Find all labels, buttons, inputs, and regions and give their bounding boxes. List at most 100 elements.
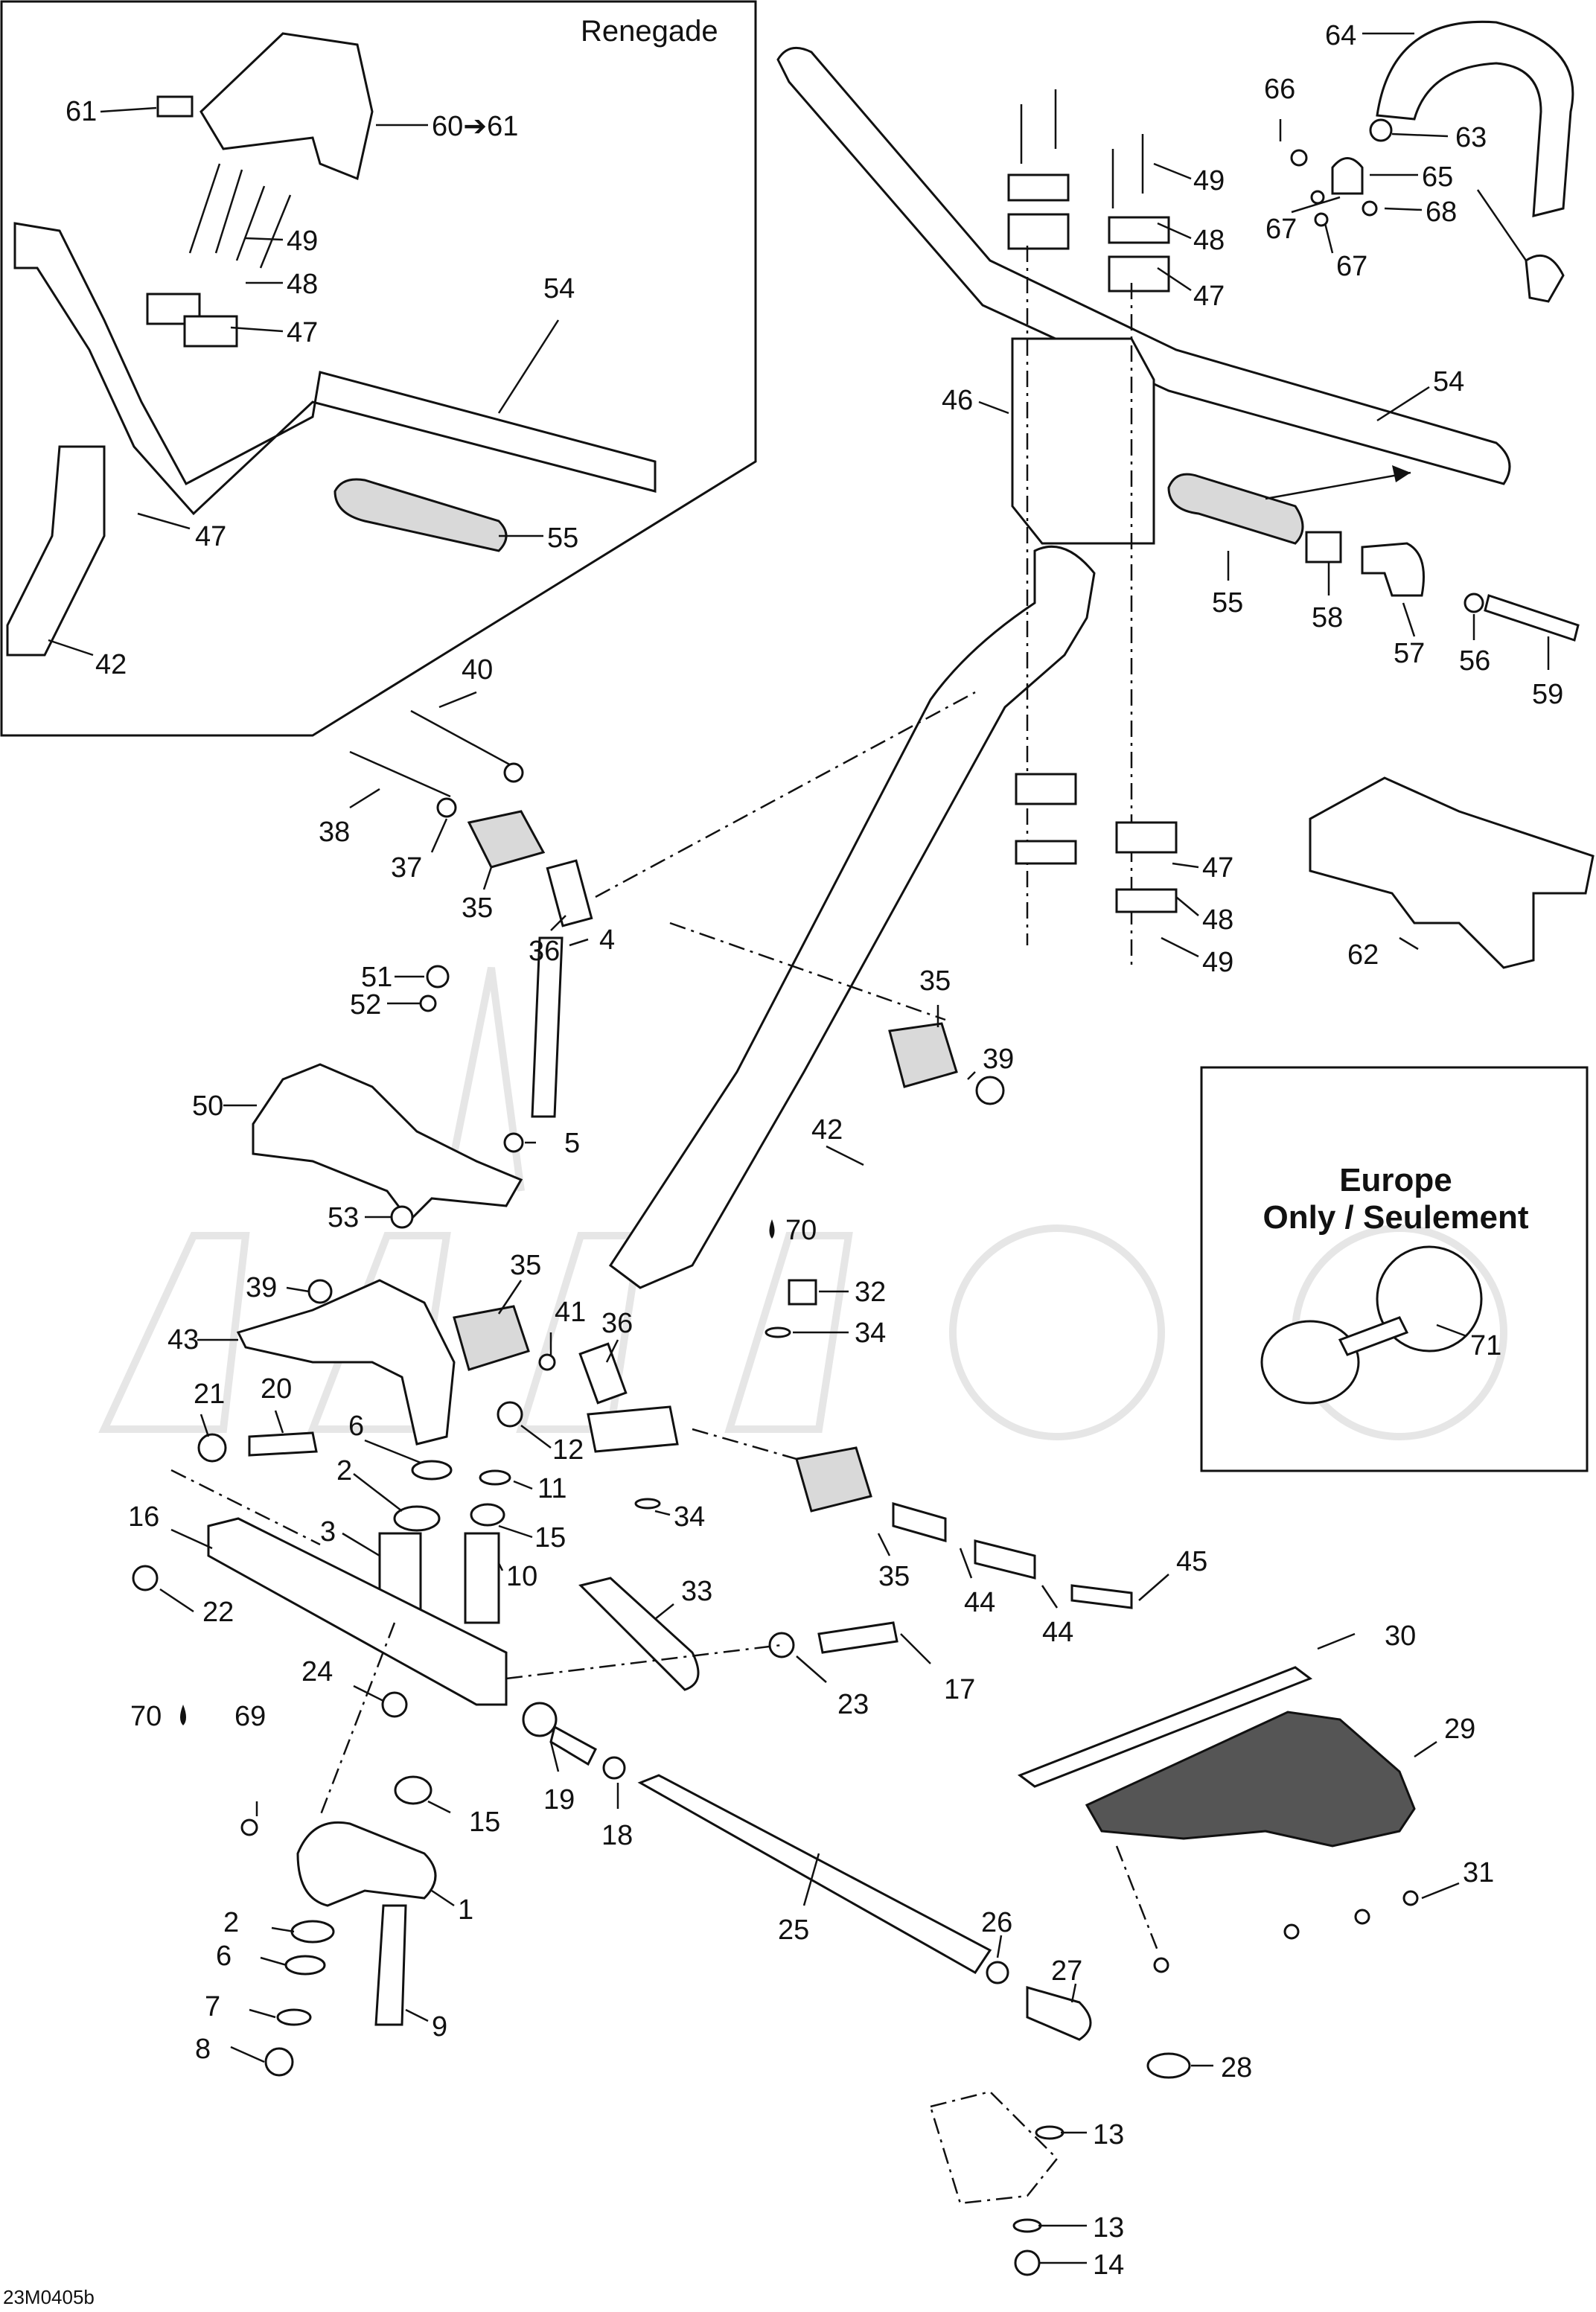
callout-13: 13	[1093, 2212, 1124, 2244]
callout-47: 47	[195, 521, 226, 552]
callout-2: 2	[336, 1455, 352, 1486]
washer-11	[479, 1469, 511, 1486]
callout-42: 42	[95, 649, 127, 680]
europe-line1: Europe	[1339, 1162, 1452, 1198]
spacer-36-upper	[546, 859, 593, 927]
callout-11: 11	[537, 1473, 566, 1504]
washer-13b	[1012, 2218, 1042, 2233]
axis-line-g	[505, 1644, 782, 1680]
callout-1: 1	[458, 1894, 473, 1926]
clamp-35-upper	[467, 810, 546, 869]
nut-18	[602, 1756, 626, 1780]
bushing-2-lower	[290, 1920, 335, 1944]
axis-line-c	[595, 691, 976, 898]
callout-57: 57	[1394, 638, 1425, 669]
clamp-47-inset-b	[183, 315, 238, 348]
callout-35: 35	[510, 1250, 541, 1281]
callout-34: 34	[674, 1501, 705, 1533]
bushing-15-lower	[394, 1775, 432, 1805]
clamp-35-right	[795, 1446, 872, 1513]
nut-24	[381, 1691, 408, 1718]
axis-line-h	[319, 1622, 396, 1817]
callout-28: 28	[1221, 2052, 1252, 2083]
bushing-2-upper	[393, 1505, 441, 1532]
callout-67: 67	[1265, 214, 1297, 245]
europe-line2: Only / Seulement	[1263, 1199, 1529, 1236]
washer-6-upper	[411, 1460, 453, 1481]
callout-65: 65	[1422, 162, 1453, 193]
callout-61: 61	[66, 96, 97, 127]
callout-51: 51	[361, 962, 392, 993]
callout-48: 48	[1202, 904, 1233, 936]
riser-42-inset	[6, 445, 106, 657]
callout-7: 7	[205, 1991, 220, 2022]
europe-box: Europe Only / Seulement	[1200, 1066, 1589, 1472]
callout-9: 9	[432, 2011, 447, 2043]
callout-14: 14	[1093, 2249, 1124, 2281]
callout-46: 46	[942, 385, 973, 416]
callout-35: 35	[462, 892, 493, 924]
axis-line-d	[669, 922, 946, 1021]
clamp-47-lower	[1015, 773, 1077, 805]
footer-code: 23M0405b	[3, 2286, 95, 2308]
rod-end-27	[1026, 1986, 1092, 2041]
nut-22	[132, 1565, 159, 1591]
insert-58	[1305, 531, 1342, 563]
callout-18: 18	[601, 1820, 633, 1851]
clamp-48-lower	[1015, 840, 1077, 865]
nut-32	[788, 1279, 817, 1306]
callout-15: 15	[534, 1522, 566, 1553]
callout-64: 64	[1325, 20, 1356, 51]
clip-61	[156, 95, 194, 118]
bolt-9	[374, 1904, 407, 2026]
bolt-17	[817, 1621, 898, 1654]
callout-21: 21	[194, 1379, 225, 1410]
callout-10: 10	[506, 1561, 537, 1592]
washer-67a	[1310, 190, 1325, 205]
washer-37b	[436, 797, 457, 818]
assembly-arrow	[1265, 471, 1411, 500]
callout-4: 4	[599, 925, 615, 956]
callout-5: 5	[564, 1128, 580, 1159]
boot-28	[1146, 2052, 1191, 2079]
callout-16: 16	[128, 1501, 159, 1533]
rod-end-33	[578, 1577, 700, 1691]
callout-15: 15	[469, 1807, 500, 1838]
bracket-43	[236, 1279, 456, 1446]
callout-23: 23	[837, 1689, 869, 1720]
callout-2: 2	[223, 1907, 239, 1938]
callout-63: 63	[1455, 122, 1487, 153]
bracket-50	[252, 1063, 523, 1223]
callout-49: 49	[1202, 947, 1233, 978]
callout-40: 40	[462, 654, 493, 686]
callout-3: 3	[320, 1516, 336, 1548]
callout-44: 44	[1042, 1617, 1073, 1648]
pin-41	[538, 1353, 556, 1371]
nut-12	[497, 1401, 523, 1428]
callout-17: 17	[944, 1674, 975, 1705]
callout-38: 38	[319, 817, 350, 848]
end-weight-57	[1361, 542, 1425, 597]
callout-13: 13	[1093, 2119, 1124, 2150]
nut-8	[264, 2047, 294, 2077]
bolt-40	[410, 709, 514, 768]
callout-42: 42	[811, 1114, 843, 1146]
spacer-36-low	[578, 1342, 628, 1405]
callout-53: 53	[328, 1202, 359, 1233]
callout-62: 62	[1347, 939, 1379, 971]
renegade-label: Renegade	[581, 15, 718, 48]
callout-20: 20	[261, 1373, 292, 1405]
column-base	[587, 1405, 679, 1453]
callout-49: 49	[1193, 165, 1225, 197]
rivets-31	[1153, 1890, 1419, 1973]
callout-22: 22	[202, 1597, 234, 1628]
callout-6: 6	[348, 1411, 364, 1442]
callout-35: 35	[878, 1561, 910, 1592]
clamp-47-upper	[1007, 213, 1070, 250]
callout-54: 54	[543, 273, 575, 304]
callout-44: 44	[964, 1587, 995, 1618]
washer-7	[276, 2008, 312, 2026]
callout-36: 36	[601, 1308, 633, 1339]
callout-37: 37	[391, 852, 422, 884]
